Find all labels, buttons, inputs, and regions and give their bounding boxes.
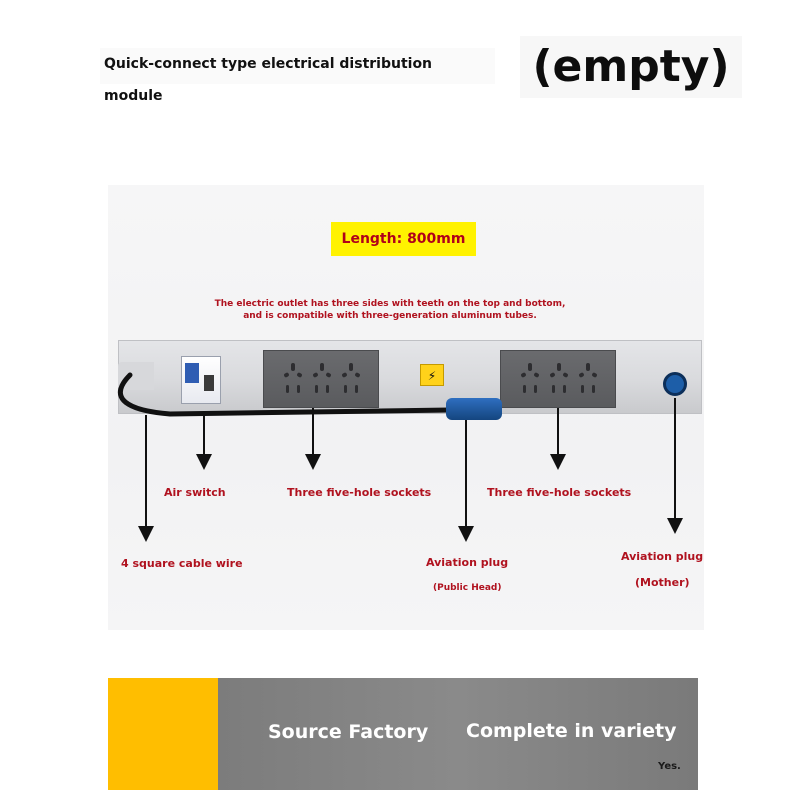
- status-tag: (empty): [520, 36, 742, 98]
- socket-icon: [548, 363, 570, 397]
- note-line-2: and is compatible with three-generation …: [243, 311, 537, 321]
- air-switch-breaker: [181, 356, 221, 404]
- label-sockets-left: Three five-hole sockets: [287, 486, 432, 499]
- note-line-1: The electric outlet has three sides with…: [214, 299, 566, 309]
- aviation-plug-public-head: [446, 398, 502, 420]
- banner-complete-variety: Complete in variety: [466, 720, 677, 742]
- high-voltage-warning-icon: ⚡: [420, 364, 444, 386]
- label-air-switch: Air switch: [164, 486, 226, 499]
- socket-icon: [282, 363, 304, 397]
- banner-footnote: Yes.: [658, 761, 681, 772]
- breaker-lever-icon: [204, 375, 214, 391]
- socket-icon: [519, 363, 541, 397]
- label-aviation-public: Aviation plug: [426, 556, 509, 569]
- label-aviation-public-sub: (Public Head): [433, 583, 502, 593]
- socket-panel-right: [500, 350, 616, 408]
- banner-panel: [218, 678, 698, 790]
- length-badge: Length: 800mm: [331, 222, 476, 256]
- compatibility-note: The electric outlet has three sides with…: [150, 298, 630, 322]
- aviation-socket-mother: [663, 372, 687, 396]
- cable-wire: [117, 372, 453, 417]
- label-aviation-mother-sub: (Mother): [635, 576, 690, 589]
- breaker-label-icon: [185, 363, 199, 383]
- banner-accent: [108, 678, 218, 790]
- socket-icon: [577, 363, 599, 397]
- banner-source-factory: Source Factory: [268, 721, 429, 743]
- socket-icon: [340, 363, 362, 397]
- label-sockets-right: Three five-hole sockets: [487, 486, 632, 499]
- label-aviation-mother: Aviation plug: [621, 550, 704, 563]
- socket-icon: [311, 363, 333, 397]
- socket-panel-left: [263, 350, 379, 408]
- label-cable: 4 square cable wire: [121, 557, 243, 570]
- product-title: Quick-connect type electrical distributi…: [100, 48, 495, 104]
